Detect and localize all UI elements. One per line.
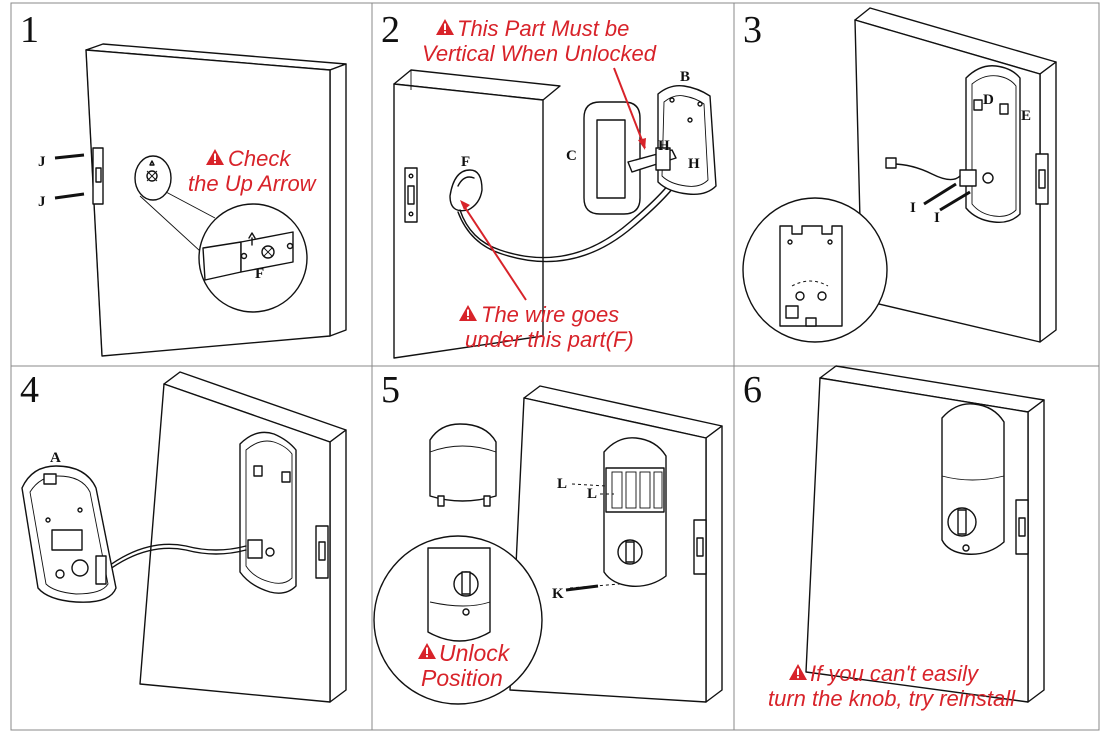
step-number: 5 xyxy=(381,369,400,411)
warning-text: Unlock xyxy=(439,640,511,666)
tailpiece-h: H H xyxy=(627,138,700,173)
step-5-panel: 5 L L xyxy=(373,369,723,705)
part-label: L xyxy=(587,486,597,502)
door xyxy=(393,69,561,359)
interior-assembly-a: A xyxy=(21,450,117,603)
gasket-c: C xyxy=(566,101,641,215)
installed-lock xyxy=(941,403,1005,555)
part-label: H xyxy=(688,156,700,172)
warning-text: The wire goes xyxy=(481,302,619,327)
warning-text: the Up Arrow xyxy=(188,171,318,196)
mounting-plate: D E xyxy=(959,65,1031,224)
step-number: 1 xyxy=(20,9,39,51)
part-label: I xyxy=(934,210,940,226)
deadbolt-hole xyxy=(134,155,172,201)
detail-magnifier xyxy=(742,197,888,343)
door xyxy=(85,43,347,357)
step-1-panel: 1 J J xyxy=(20,9,347,357)
warning-callout: Unlock Position xyxy=(418,640,511,691)
part-label: F xyxy=(255,266,264,282)
door xyxy=(854,7,1057,343)
warning-text: Vertical When Unlocked xyxy=(422,41,657,66)
warning-text: If you can't easily xyxy=(810,661,980,686)
step-number: 4 xyxy=(20,369,39,411)
part-label: F xyxy=(461,154,470,170)
part-label: A xyxy=(50,450,61,466)
part-label: B xyxy=(680,69,690,85)
mounting-plate xyxy=(239,431,297,594)
warning-triangle-icon xyxy=(789,664,807,680)
interior-assembly xyxy=(603,437,667,587)
part-label: J xyxy=(38,194,46,210)
warning-text: under this part(F) xyxy=(465,327,634,352)
step-number: 2 xyxy=(381,9,400,51)
step-2-panel: 2 F C xyxy=(381,9,717,359)
exterior-assembly-b: B xyxy=(657,69,717,196)
step-number: 3 xyxy=(743,9,762,51)
part-label: I xyxy=(910,200,916,216)
warning-callout-top: This Part Must be Vertical When Unlocked xyxy=(422,16,657,66)
part-label: C xyxy=(566,148,577,164)
part-label: E xyxy=(1021,108,1031,124)
panel-grid xyxy=(10,2,1100,731)
warning-text: Position xyxy=(421,665,503,691)
step-6-panel: 6 If you can't easily turn the knob, try… xyxy=(743,365,1045,711)
step-4-panel: 4 xyxy=(20,369,347,703)
part-label: L xyxy=(557,476,567,492)
warning-callout: Check the Up Arrow xyxy=(188,146,318,196)
part-label: D xyxy=(983,92,994,108)
door xyxy=(805,365,1045,703)
adapter-f: F xyxy=(449,154,483,212)
warning-callout-bottom: The wire goes under this part(F) xyxy=(459,302,634,352)
part-label: H xyxy=(658,138,670,154)
part-label: K xyxy=(552,586,564,602)
step-number: 6 xyxy=(743,369,762,411)
screws-i: I I xyxy=(910,182,971,226)
warning-callout: If you can't easily turn the knob, try r… xyxy=(768,661,1016,711)
screws-j: J J xyxy=(38,153,85,210)
part-label: J xyxy=(38,154,46,170)
warning-triangle-icon xyxy=(436,19,454,35)
detail-magnifier xyxy=(373,535,543,705)
warning-text: turn the knob, try reinstall xyxy=(768,686,1016,711)
warning-text: Check xyxy=(228,146,291,171)
step-3-panel: 3 D E I I xyxy=(742,7,1057,343)
warning-text: This Part Must be xyxy=(457,16,629,41)
detail-magnifier: F xyxy=(198,203,308,313)
battery-cover xyxy=(429,423,497,507)
